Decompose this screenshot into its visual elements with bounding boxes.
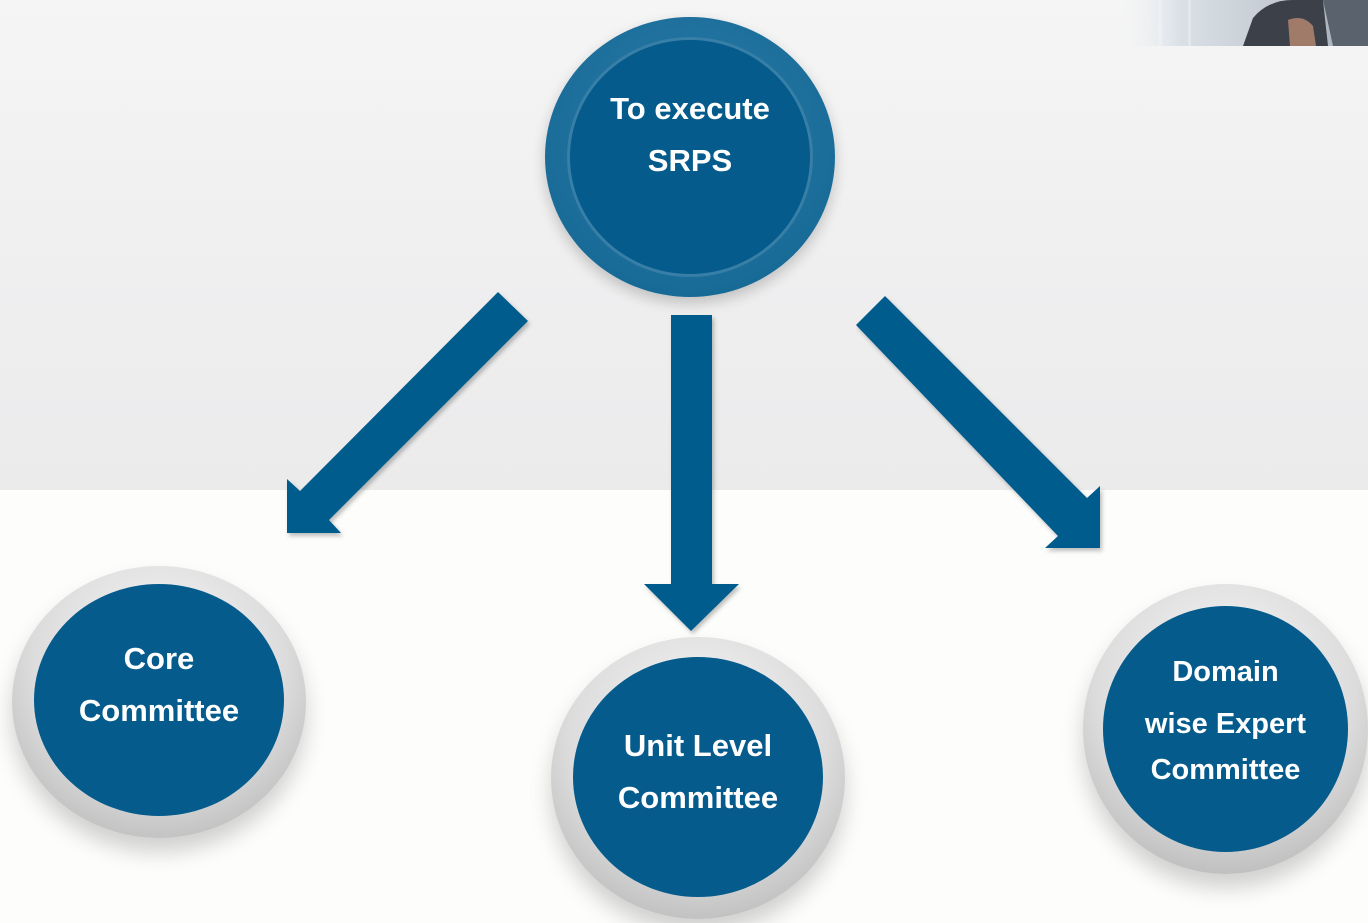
domain-expert-committee-node: Domain wise Expert Committee xyxy=(1083,584,1368,874)
core-committee-node: Core Committee xyxy=(12,566,306,838)
arrow-to-unit-level-committee xyxy=(644,315,739,631)
domain-expert-committee-body: Domain wise Expert Committee xyxy=(1103,606,1348,852)
root-node-body: To execute SRPS xyxy=(567,37,813,277)
arrow-to-core-committee xyxy=(287,292,528,533)
unit-level-committee-label-line2: Committee xyxy=(617,780,779,815)
core-committee-label-line2: Committee xyxy=(78,693,240,728)
decorative-photo-fragment xyxy=(1118,0,1368,46)
unit-level-committee-node: Unit Level Committee xyxy=(551,637,845,919)
domain-expert-committee-label-line1: Domain xyxy=(1172,656,1279,688)
core-committee-body: Core Committee xyxy=(34,584,284,816)
unit-level-committee-label-line1: Unit Level xyxy=(623,728,773,763)
unit-level-committee-body: Unit Level Committee xyxy=(573,657,823,897)
root-node-label-line1: To execute xyxy=(610,90,770,126)
domain-expert-committee-label-line2: wise Expert xyxy=(1144,708,1307,740)
domain-expert-committee-label-line3: Committee xyxy=(1150,754,1301,786)
root-node-label-line2: SRPS xyxy=(647,142,733,178)
arrow-to-domain-expert-committee xyxy=(856,296,1100,548)
root-node: To execute SRPS xyxy=(545,17,835,297)
core-committee-label-line1: Core xyxy=(123,641,195,676)
